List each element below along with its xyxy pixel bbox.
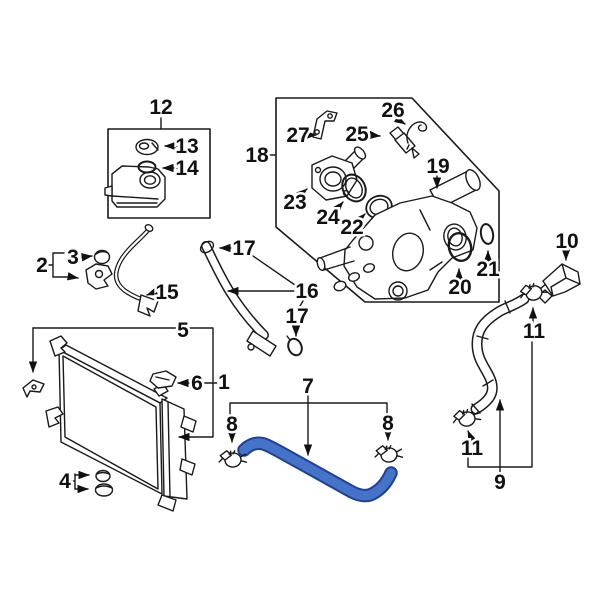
callout-20: 20 [448,276,471,299]
heater-hose [470,293,530,415]
housing-oring-large [447,231,473,263]
callout-8-right: 8 [382,412,394,435]
housing-oring-small [479,223,495,245]
callout-24: 24 [316,206,340,229]
small-plugs [333,263,376,292]
callout-3: 3 [67,246,79,269]
callout-labels: 1 2 3 4 5 6 7 8 8 9 10 11 11 12 13 14 15… [34,94,582,497]
mounting-grommets [94,469,114,497]
support-bracket [312,110,338,140]
callout-23: 23 [283,191,306,214]
callout-19: 19 [426,155,449,178]
callout-11-lower: 11 [461,437,484,460]
reservoir-tank [104,165,166,208]
callout-9: 9 [494,471,506,494]
clamp-ring [286,335,303,357]
callout-25: 25 [345,123,369,146]
highlighted-radiator-hose-fill [239,438,396,501]
hose-clamp-upper [199,240,215,254]
callout-6: 6 [191,372,203,395]
cap-seal-ring [137,160,157,174]
callout-21: 21 [476,258,500,281]
callout-13: 13 [175,135,198,158]
callout-18: 18 [245,144,269,167]
leader-lines [28,114,571,494]
callout-10: 10 [555,230,578,253]
callout-22: 22 [340,216,363,239]
callout-2: 2 [36,254,48,277]
overflow-pipe [113,223,159,317]
callout-4: 4 [59,470,71,493]
callout-7: 7 [302,375,314,398]
callout-17-upper: 17 [232,237,255,260]
callout-11-upper: 11 [523,320,546,343]
callout-27: 27 [286,124,309,147]
callout-26: 26 [381,99,404,122]
small-cap [93,249,111,265]
callout-16: 16 [295,280,318,303]
radiator [45,335,197,512]
drain-plug [149,370,177,389]
callout-8-left: 8 [226,413,238,436]
callout-1: 1 [218,371,230,394]
callout-15: 15 [155,281,179,304]
callout-14: 14 [175,157,199,180]
inlet-gasket [341,173,367,203]
callout-12: 12 [149,96,172,119]
callout-5: 5 [177,319,189,342]
sensor-clip [406,121,428,150]
callout-17-lower: 17 [285,305,308,328]
radiator-bracket [22,379,45,398]
water-outlet-housing [316,169,481,301]
radiator-side-tank [161,398,188,500]
pipe-bracket [85,263,113,290]
diagram-artwork [22,97,581,512]
coolant-temp-sensor [389,126,420,159]
reservoir-cap [135,138,159,156]
